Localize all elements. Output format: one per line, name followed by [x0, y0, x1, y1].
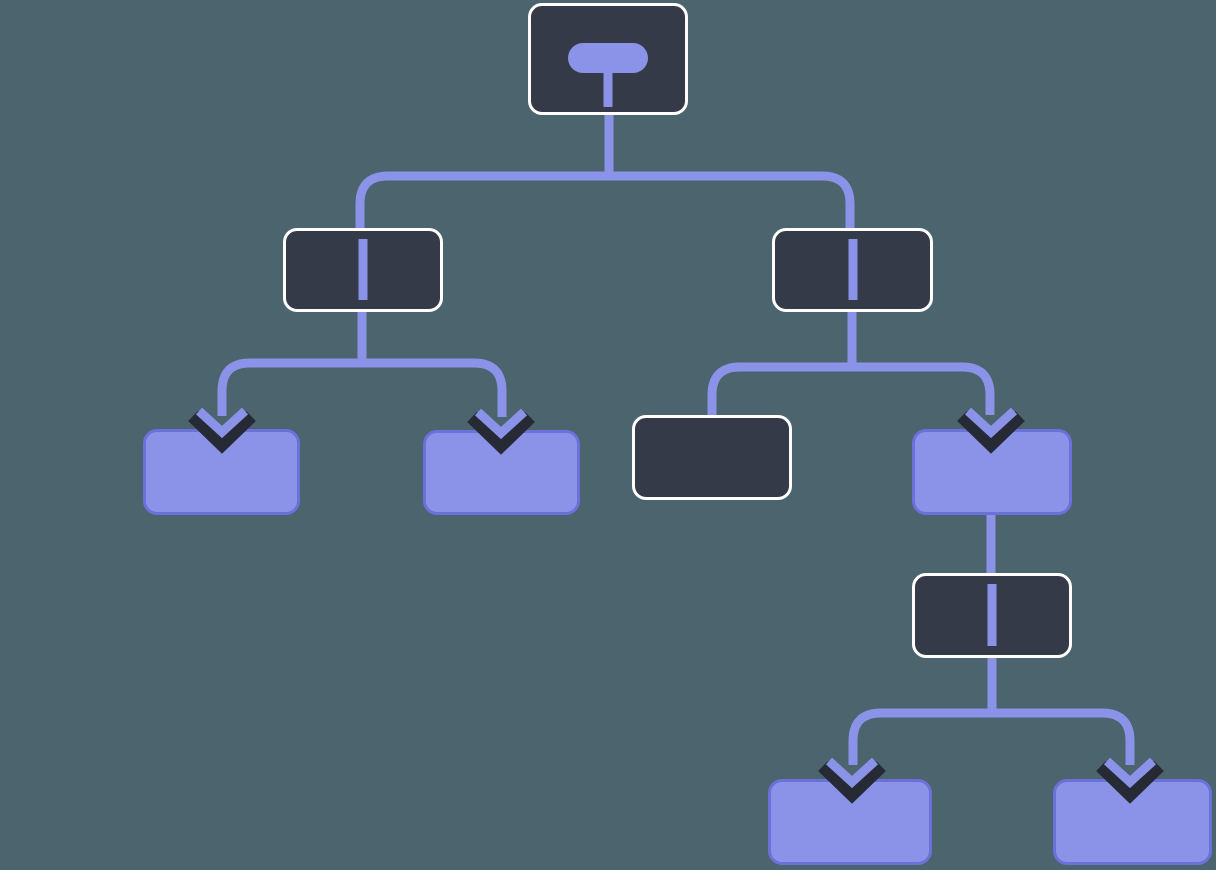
node-branch-right[interactable]	[772, 228, 933, 312]
node-action-5[interactable]	[1053, 779, 1212, 865]
connector-branch-bottom-split	[848, 708, 1135, 765]
node-branch-bottom[interactable]	[912, 573, 1072, 658]
node-action-2[interactable]	[423, 430, 580, 515]
branch-divider-bar	[358, 239, 368, 300]
node-root[interactable]	[528, 3, 688, 115]
branch-divider-bar	[987, 584, 997, 646]
root-pill-stem	[603, 70, 613, 107]
node-branch-left[interactable]	[283, 228, 443, 312]
node-action-1[interactable]	[143, 429, 300, 515]
node-action-4[interactable]	[768, 779, 932, 865]
connector-level1-split	[355, 171, 855, 234]
connector-branch-right-split	[707, 362, 995, 421]
connector-branch-left-split	[217, 358, 507, 417]
root-pill-icon	[568, 43, 648, 73]
branch-divider-bar	[848, 239, 857, 300]
node-action-3[interactable]	[912, 429, 1072, 515]
node-subprocess[interactable]	[632, 415, 792, 500]
